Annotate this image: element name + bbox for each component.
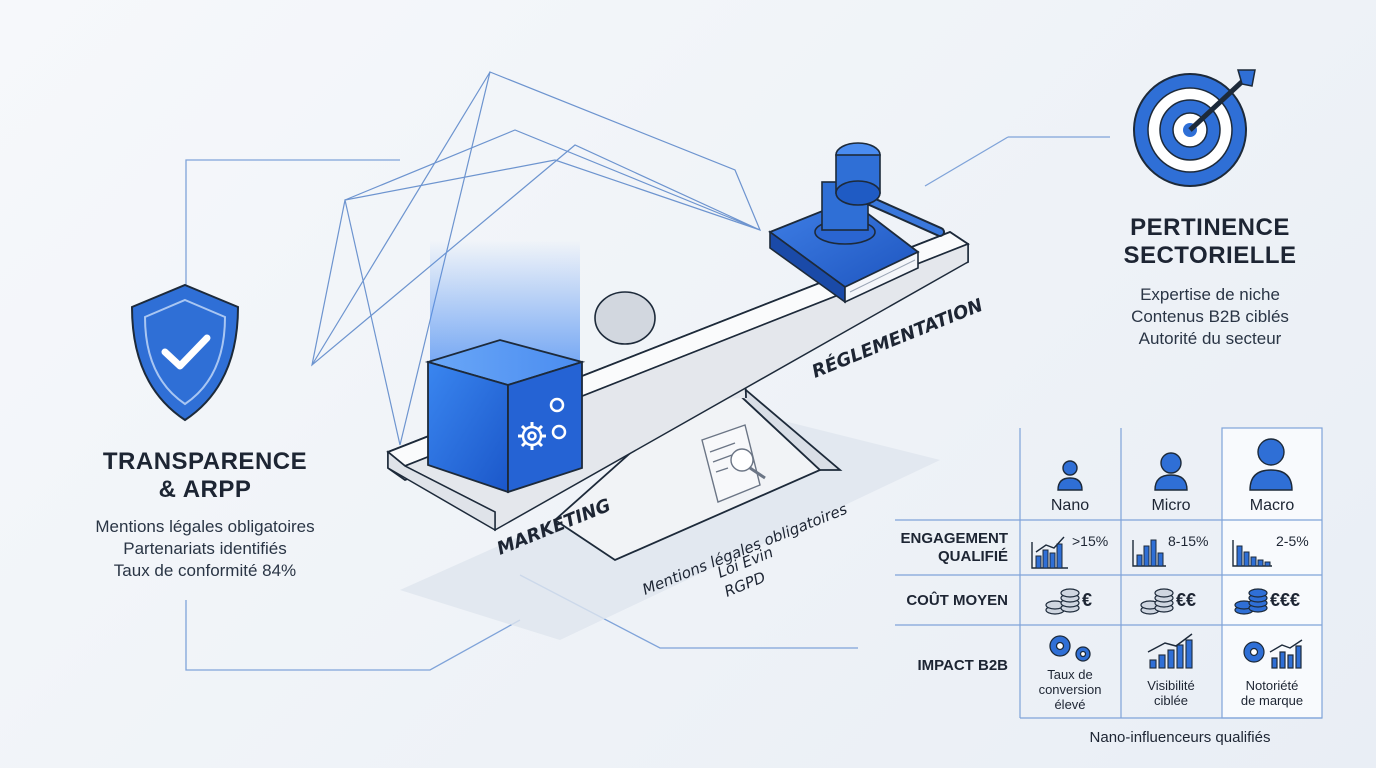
bar-chart-icon-macro [1232,540,1272,567]
impact-nano-line1: Taux de [1047,667,1093,682]
impact-nano-line3: élevé [1054,697,1086,712]
coins-icon-nano [1045,588,1080,615]
bar-chart-icon-nano [1031,536,1068,569]
column-header-nano: Nano [1050,497,1090,514]
pertinence-line-1: Expertise de niche [1140,285,1280,304]
transparence-line-2: Partenariats identifiés [123,539,287,558]
bar-chart-icon-micro [1132,539,1166,567]
pertinence-line-2: Contenus B2B ciblés [1131,307,1289,326]
left-connector-bottom [185,600,521,671]
transparence-line-3: Taux de conformité 84% [113,561,297,580]
back-support [594,291,656,345]
impact-micro-line1: Visibilité [1147,678,1195,693]
pertinence-panel: PERTINENCE SECTORIELLE Expertise de nich… [1060,214,1360,350]
engagement-value-micro: 8-15% [1168,533,1209,549]
impact-value-micro: Visibilité ciblée [1121,678,1221,708]
gavel-book-icon [768,142,945,304]
row-label-impact: IMPACT B2B [917,657,1008,674]
growth-chart-icon-micro [1147,633,1193,669]
impact-value-nano: Taux de conversion élevé [1020,667,1120,712]
person-icon-nano [1057,460,1083,491]
left-connector-top [185,159,400,290]
impact-macro-line1: Notoriété [1245,678,1299,693]
wireframe-polygons [311,71,762,446]
pertinence-line-3: Autorité du secteur [1138,329,1282,348]
person-icon-micro [1154,452,1188,491]
column-header-micro: Micro [1151,497,1191,514]
gear-chart-icon-macro [1243,639,1303,669]
pertinence-title-line2: SECTORIELLE [1123,242,1297,269]
cost-value-micro: €€ [1176,590,1197,610]
pertinence-title-line1: PERTINENCE [1130,214,1290,241]
shield-check-icon [130,283,240,422]
column-header-macro: Macro [1249,497,1295,514]
transparence-title-line1: TRANSPARENCE [102,448,308,475]
impact-macro-line2: de marque [1240,693,1304,708]
gears-icon-nano [1049,635,1091,662]
table-caption: Nano-influenceurs qualifiés [1089,729,1271,746]
person-icon-macro [1249,438,1293,491]
row-label-engagement: ENGAGEMENT QUALIFIÉ [888,530,1008,566]
row-label-cost: COÛT MOYEN [906,592,1008,609]
engagement-value-macro: 2-5% [1276,533,1309,549]
document-magnifier-icon [701,424,766,503]
transparence-line-1: Mentions légales obligatoires [95,517,315,536]
cost-value-macro: €€€ [1270,590,1301,610]
target-arrow-icon [1133,69,1256,187]
coins-icon-micro [1140,588,1174,615]
row-label-engagement-line1: ENGAGEMENT [900,530,1008,547]
cost-value-nano: € [1082,590,1093,610]
row-label-engagement-line2: QUALIFIÉ [938,548,1008,565]
transparence-title-line2: & ARPP [158,476,252,503]
engagement-value-nano: >15% [1072,533,1109,549]
coins-icon-macro [1234,588,1268,615]
impact-value-macro: Notoriété de marque [1222,678,1322,708]
gears-cube-icon [424,339,586,494]
transparence-panel: TRANSPARENCE & ARPP Mentions légales obl… [40,448,370,582]
impact-micro-line2: ciblée [1154,693,1188,708]
right-connector [924,136,1009,187]
impact-nano-line2: conversion [1038,682,1102,697]
